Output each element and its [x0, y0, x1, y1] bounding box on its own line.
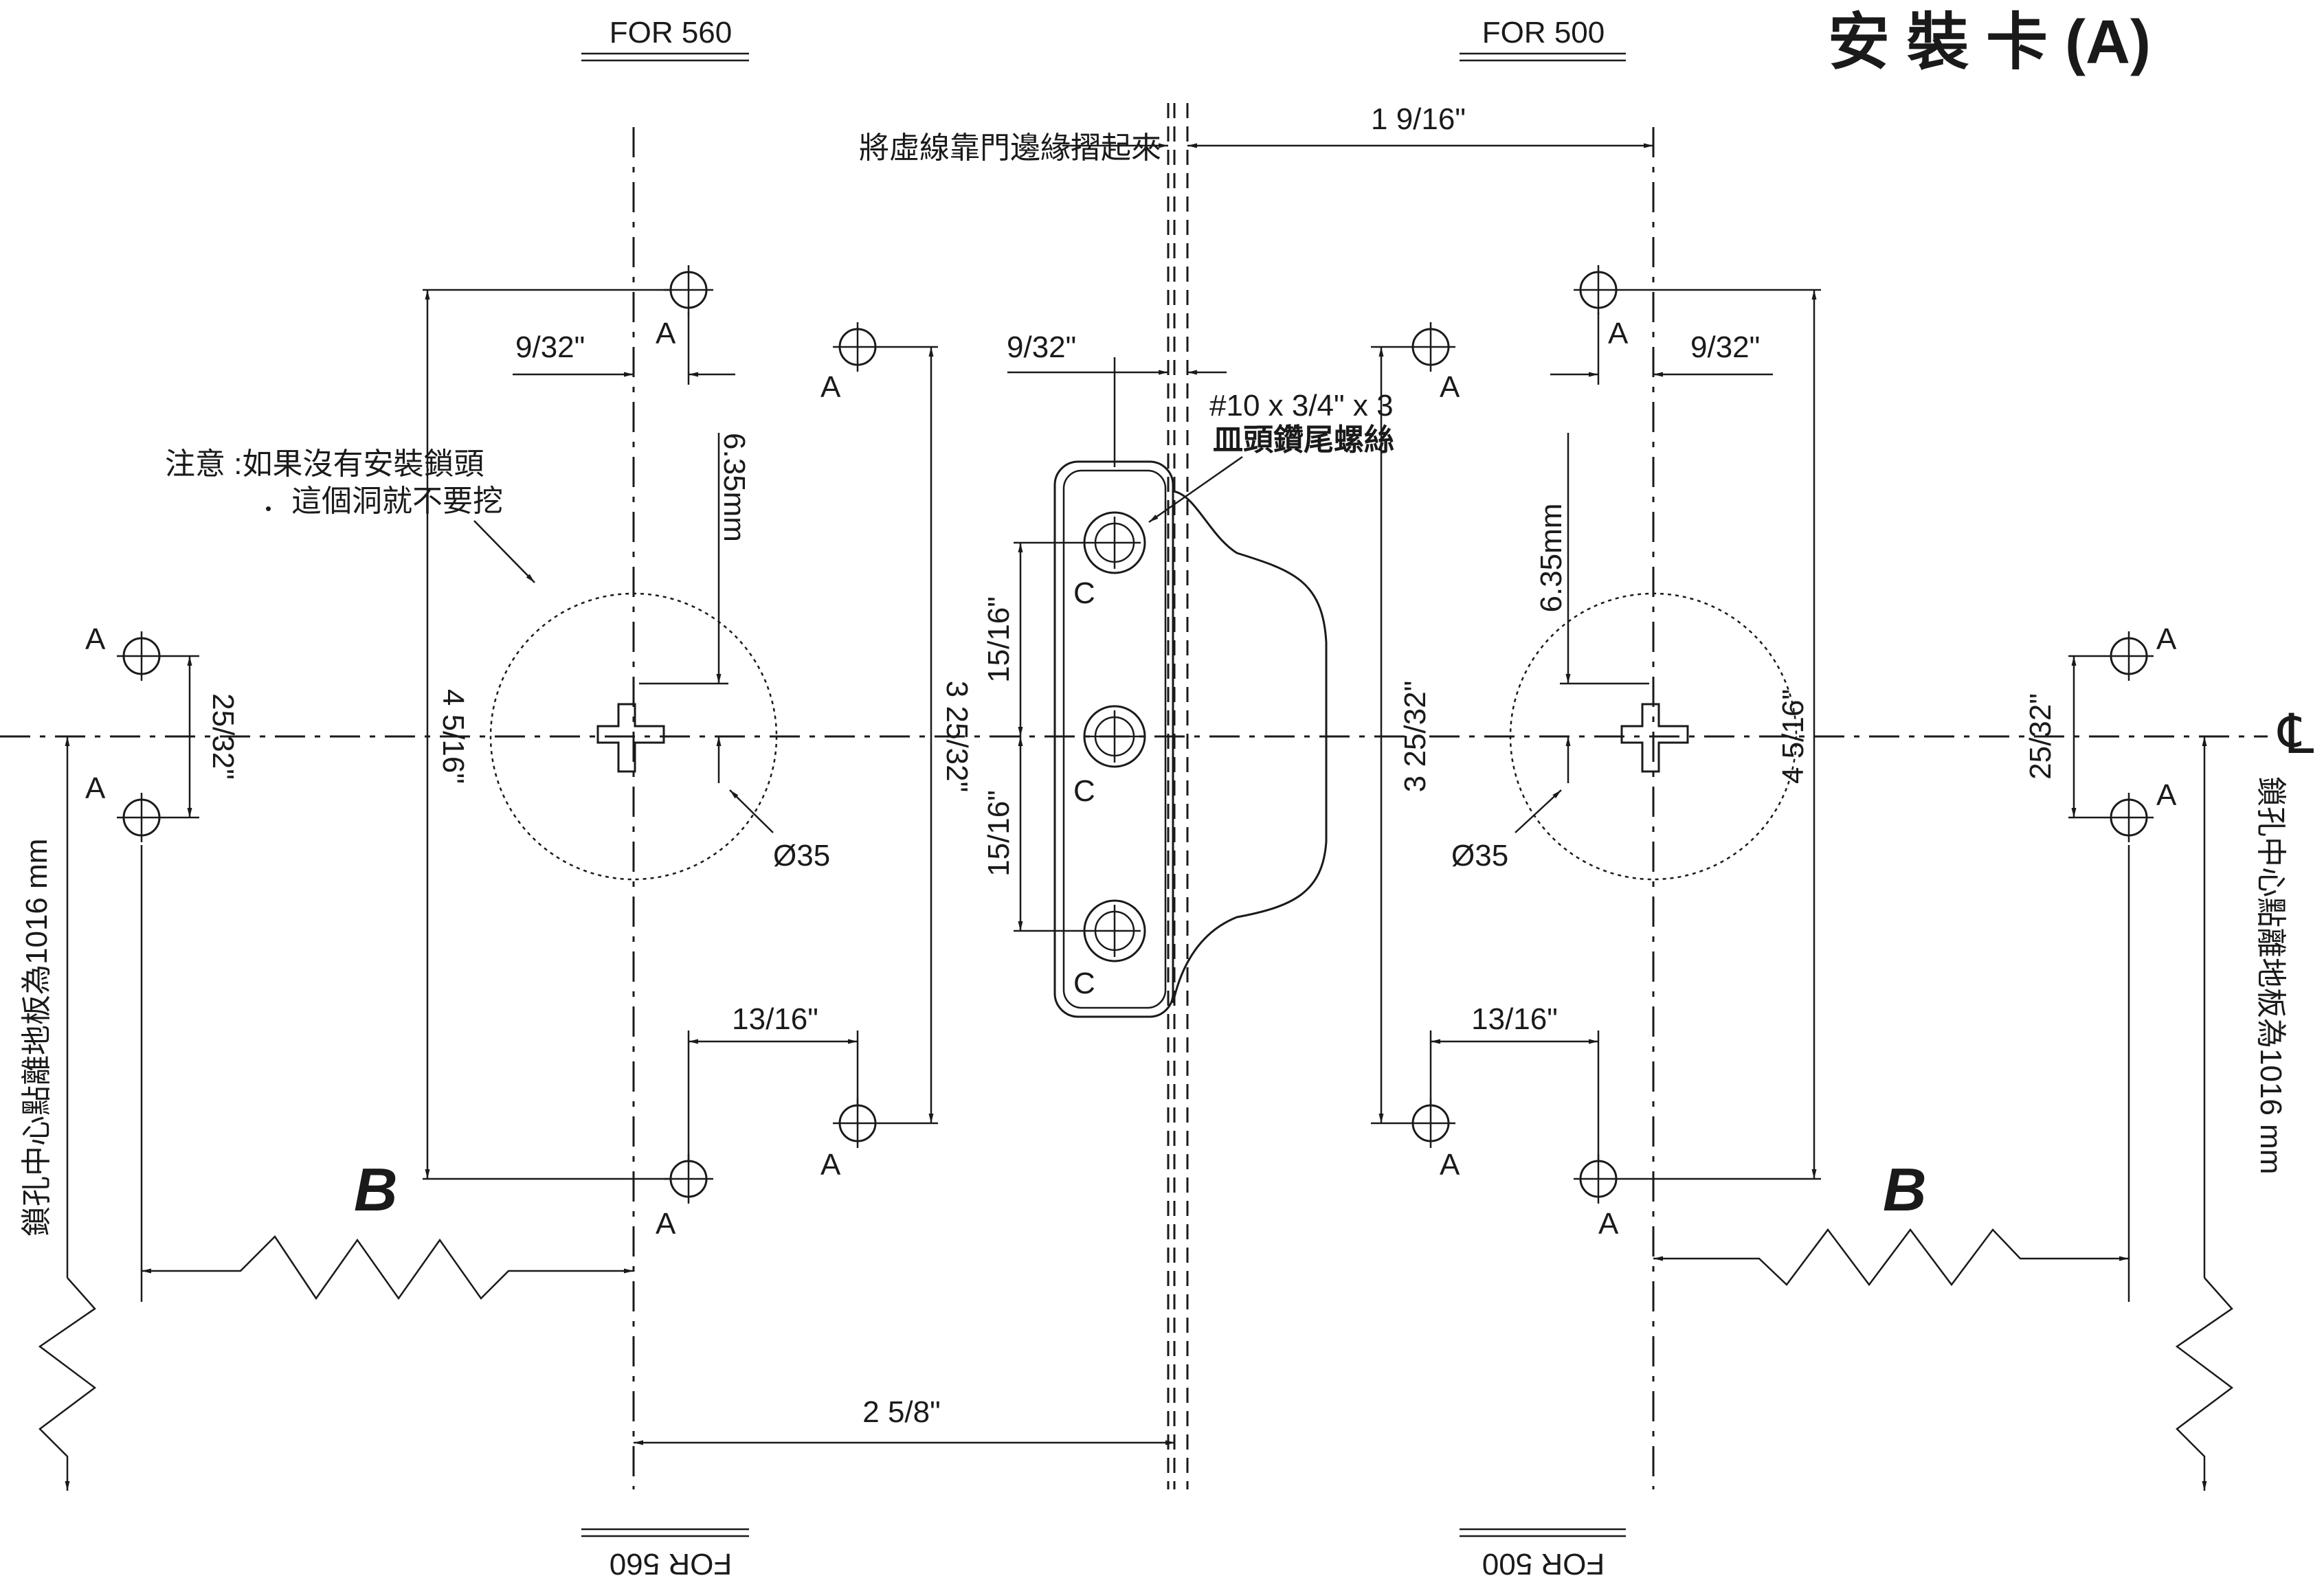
right-bore-circle [1509, 592, 1798, 881]
floor-line-left-break [38, 1277, 97, 1491]
screw-hole-middle [1083, 705, 1146, 768]
break-dim-right [1653, 1228, 2129, 1287]
fold-instruction: 將虛線靠門邊緣摺起來 [859, 131, 1161, 165]
dim-left-dia: Ø35 [773, 839, 830, 872]
dim-right-4516: 4 5/16" [1776, 689, 1810, 784]
marker-a: A [2156, 778, 2177, 812]
dim-left-2532: 25/32" [206, 693, 240, 780]
plate-lip [1172, 490, 1328, 1004]
footer: FOR 560 FOR 500 [581, 1528, 1626, 1581]
right-spindle-cross [1620, 703, 1689, 773]
dim-lower-1516: 15/16" [982, 790, 1016, 877]
marker-a: A [2156, 622, 2177, 656]
marker-a: A [85, 771, 106, 805]
header-for-500: FOR 500 [1482, 16, 1605, 49]
screw-leader [1148, 455, 1243, 523]
dim-left-9-32: 9/32" [515, 330, 585, 364]
marker-c-middle: C [1073, 774, 1095, 808]
right-a-hole-top [1574, 265, 1623, 315]
right-a-hole-outer-bottom [2104, 793, 2154, 842]
break-dim-left [142, 1235, 634, 1300]
marker-a: A [820, 370, 841, 404]
left-group: A A A A A A 9/32" 4 5/16" [20, 265, 974, 1491]
marker-a: A [656, 317, 676, 350]
dim-center-9-32: 9/32" [1007, 330, 1076, 364]
left-spindle-cross [596, 703, 665, 773]
marker-c-top: C [1073, 576, 1095, 610]
header: FOR 560 FOR 500 安 裝 卡 (A) [581, 8, 2151, 77]
marker-a: A [1440, 370, 1460, 404]
top-dimensions: 將虛線靠門邊緣摺起來 1 9/16" [859, 102, 1653, 165]
left-a-hole-upper-right [833, 322, 882, 372]
dim-right-32532: 3 25/32" [1398, 681, 1432, 792]
marker-a: A [85, 622, 106, 656]
reference-lines [0, 103, 2268, 1489]
dim-right-9-32: 9/32" [1690, 330, 1760, 364]
centerline-symbol: ℄ [2277, 703, 2314, 765]
strike-plate: C C C 9/32" 15/16" 15/16" #10 x 3/4" x 3… [634, 330, 1394, 1445]
marker-a: A [1608, 317, 1629, 350]
left-a-hole-bottom [664, 1154, 713, 1204]
floor-line-right-break [2175, 1277, 2234, 1491]
marker-b-left: B [354, 1156, 398, 1224]
dim-right-635: 6.35mm [1534, 504, 1568, 613]
marker-a: A [1440, 1148, 1460, 1182]
screw-note-line-2: 皿頭鑽尾螺絲 [1213, 423, 1394, 457]
marker-a: A [1598, 1207, 1619, 1241]
dia-leader-left [729, 789, 774, 833]
footer-for-500: FOR 500 [1482, 1547, 1605, 1581]
right-a-hole-upper-left [1406, 322, 1455, 372]
dim-1-9-16: 1 9/16" [1371, 102, 1466, 136]
left-a-hole-outer-bottom [117, 793, 166, 842]
right-group: A A A A A A 9/32" 4 5/16" [1371, 265, 2314, 1491]
dim-left-635: 6.35mm [717, 433, 751, 542]
marker-a: A [656, 1207, 676, 1241]
marker-a: A [820, 1148, 841, 1182]
dim-left-4516: 4 5/16" [436, 689, 470, 784]
screw-hole-top [1083, 511, 1146, 574]
dim-right-2532: 25/32" [2024, 693, 2057, 780]
dim-left-32532: 3 25/32" [940, 681, 974, 792]
marker-c-bottom: C [1073, 967, 1095, 1000]
page-title: 安 裝 卡 (A) [1828, 8, 2151, 77]
right-a-hole-outer-top [2104, 631, 2154, 681]
right-a-hole-bottom [1574, 1154, 1623, 1204]
dia-leader-right [1515, 789, 1562, 833]
floor-note-left: 鎖孔中心點離地板為1016 mm [20, 839, 54, 1237]
caution-leader [473, 520, 535, 583]
dim-upper-1516: 15/16" [982, 596, 1016, 683]
caution-line-2: ．這個洞就不要挖 [261, 484, 503, 518]
caution-line-1: 注意 :如果沒有安裝鎖頭 [165, 447, 484, 481]
footer-for-560: FOR 560 [610, 1547, 733, 1581]
dim-right-1316: 13/16" [1471, 1002, 1558, 1036]
dim-left-1316: 13/16" [732, 1002, 818, 1036]
left-a-hole-top [664, 265, 713, 315]
dim-right-dia: Ø35 [1451, 839, 1508, 872]
screw-hole-bottom [1083, 899, 1146, 962]
plate-inner [1062, 469, 1167, 1009]
marker-b-right: B [1883, 1156, 1927, 1224]
left-a-hole-outer-top [117, 631, 166, 681]
screw-note-line-1: #10 x 3/4" x 3 [1209, 389, 1394, 422]
dim-2-5-8: 2 5/8" [862, 1395, 940, 1429]
left-bore-circle [489, 592, 778, 881]
floor-note-right: 鎖孔中心點離地板為1016 mm [2254, 776, 2288, 1174]
header-for-560: FOR 560 [610, 16, 733, 49]
